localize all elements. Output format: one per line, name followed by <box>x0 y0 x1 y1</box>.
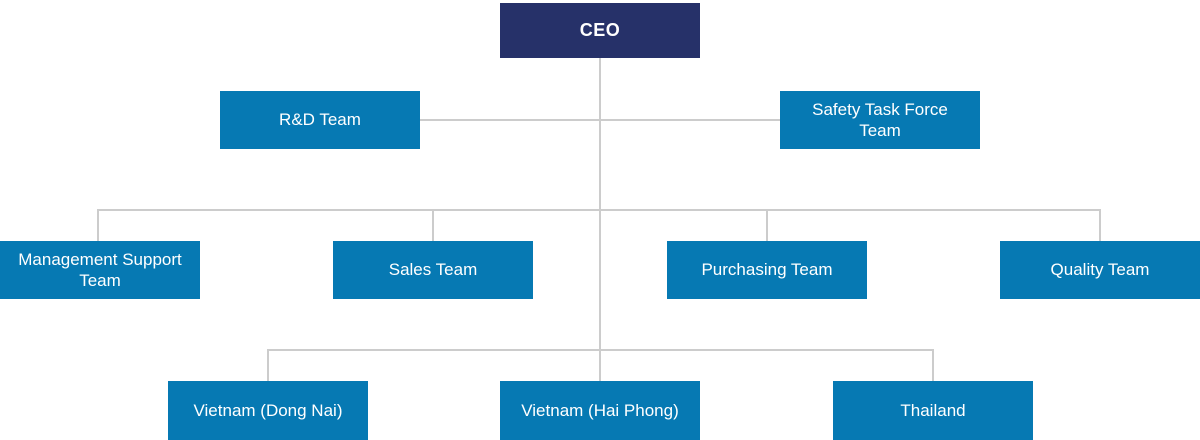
org-node-sales-team-label: Sales Team <box>388 260 478 280</box>
org-node-vietnam-hai-phong-label: Vietnam (Hai Phong) <box>521 400 679 420</box>
connector-level3-horizontal <box>97 209 1101 211</box>
org-node-vietnam-dong-nai: Vietnam (Dong Nai) <box>168 381 368 440</box>
org-node-quality-team-label: Quality Team <box>1050 260 1150 280</box>
connector-drop-quality <box>1099 209 1101 241</box>
org-node-ceo: CEO <box>500 3 700 58</box>
connector-drop-sales <box>432 209 434 241</box>
connector-drop-mgmt-support <box>97 209 99 241</box>
connector-level4-horizontal <box>267 349 934 351</box>
org-node-management-support-team: Management Support Team <box>0 241 200 299</box>
org-node-rnd-team-label: R&D Team <box>279 110 361 130</box>
org-node-sales-team: Sales Team <box>333 241 533 299</box>
connector-drop-vietnam-dong-nai <box>267 349 269 381</box>
org-node-vietnam-dong-nai-label: Vietnam (Dong Nai) <box>193 400 343 420</box>
org-node-management-support-team-label: Management Support Team <box>18 249 182 290</box>
org-node-purchasing-team-label: Purchasing Team <box>701 260 833 280</box>
org-node-safety-task-force-team-label: Safety Task Force Team <box>812 99 948 140</box>
org-node-ceo-label: CEO <box>579 20 621 41</box>
org-node-purchasing-team: Purchasing Team <box>667 241 867 299</box>
connector-drop-purchasing <box>766 209 768 241</box>
org-node-thailand: Thailand <box>833 381 1033 440</box>
connector-center-vertical <box>599 58 601 381</box>
connector-level2-horizontal <box>420 119 780 121</box>
org-node-safety-task-force-team: Safety Task Force Team <box>780 91 980 149</box>
org-node-quality-team: Quality Team <box>1000 241 1200 299</box>
org-node-rnd-team: R&D Team <box>220 91 420 149</box>
org-node-vietnam-hai-phong: Vietnam (Hai Phong) <box>500 381 700 440</box>
connector-drop-thailand <box>932 349 934 381</box>
org-node-thailand-label: Thailand <box>900 400 966 420</box>
